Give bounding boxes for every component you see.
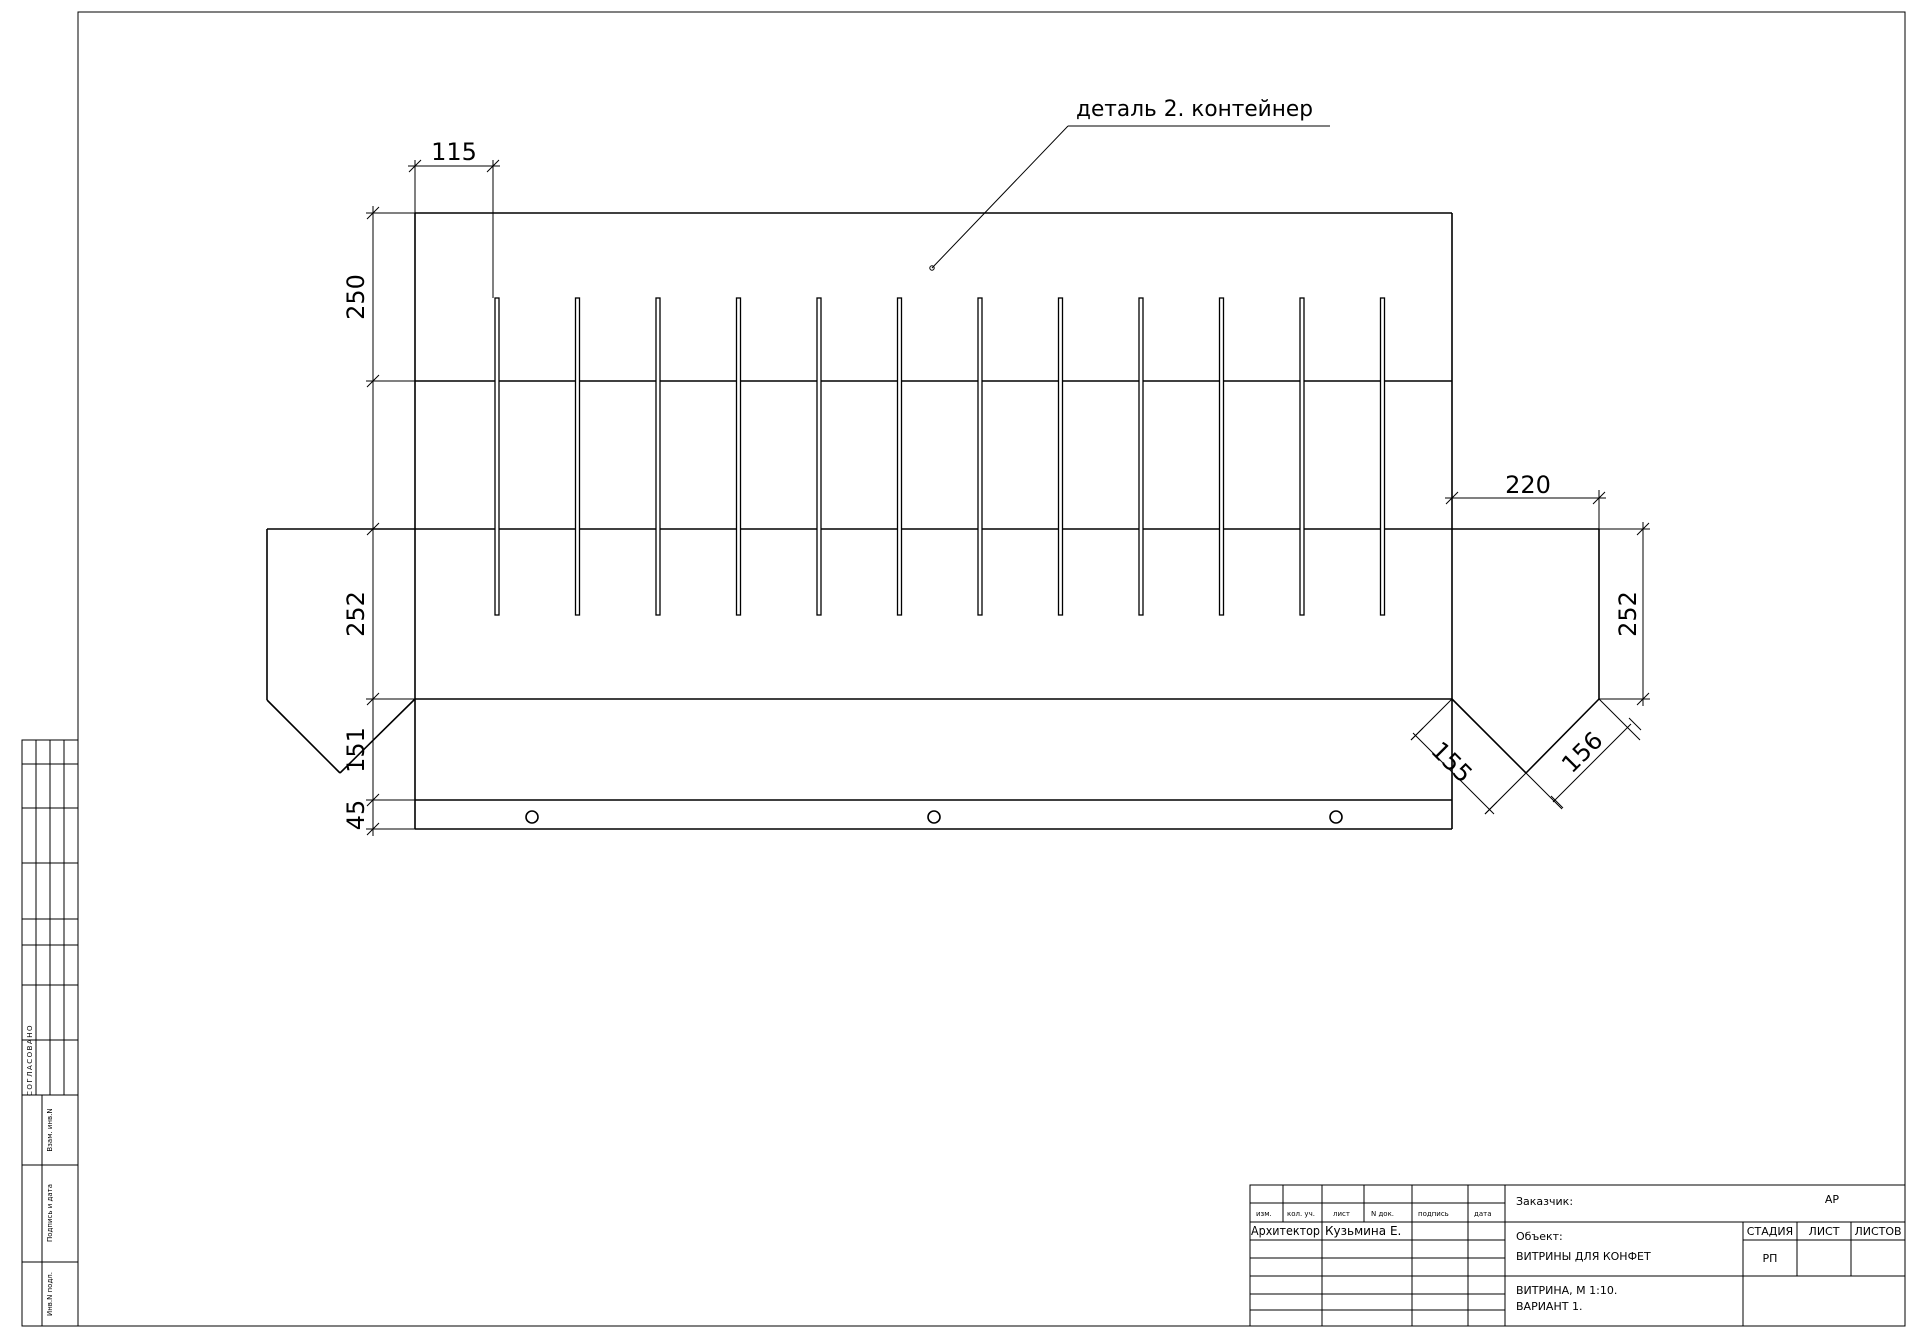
title-block: изм. кол. уч. лист N док. подпись дата А… [1249,1184,1906,1327]
slot [1057,297,1064,616]
slot [1379,297,1386,616]
tb-sheet-title-2: ВАРИАНТ 1. [1516,1300,1582,1313]
stamp-agreed: СОГЛАСОВАНО [26,1024,34,1096]
slot [1218,297,1225,616]
slot [1138,297,1144,616]
callout-label: деталь 2. контейнер [1076,97,1313,122]
tb-object-label: Объект: [1516,1230,1563,1243]
tb-header-doc: N док. [1371,1210,1394,1218]
tb-sheets-label: ЛИСТОВ [1854,1225,1901,1238]
callout: деталь 2. контейнер [929,97,1330,271]
tb-stage-label: СТАДИЯ [1747,1225,1793,1238]
slot-group [494,297,1386,616]
tb-stage-value: РП [1763,1252,1778,1265]
dim-252-right: 252 [1614,591,1642,637]
slot [977,297,983,616]
tb-header-change: изм. [1256,1210,1272,1218]
dimension-labels: 115 250 252 151 45 220 252 155 156 [342,138,1642,830]
tb-header-sheet: лист [1333,1210,1350,1218]
container-part [266,212,1600,830]
tb-header-date: дата [1474,1210,1492,1218]
tb-stamp-code: АР [1825,1193,1840,1206]
dim-155: 155 [1426,736,1478,788]
slot [896,297,903,616]
hole [525,810,539,824]
dim-252-left: 252 [342,591,370,637]
dimension-lines [366,159,1650,836]
slot [574,297,581,616]
tb-object-name: ВИТРИНЫ ДЛЯ КОНФЕТ [1516,1250,1651,1263]
slot [655,297,661,616]
tb-name: Кузьмина Е. [1325,1224,1401,1238]
slot [494,297,500,616]
stamp-field-signature: Подпись и дата [46,1184,54,1242]
dim-115: 115 [431,138,477,166]
side-stamp: СОГЛАСОВАНО Взам. инв.N Подпись и дата И… [21,739,79,1327]
sheet-frame [77,11,1906,1327]
holes [525,810,1343,824]
slot [735,297,742,616]
dim-45: 45 [342,800,370,831]
stamp-field-replace: Взам. инв.N [46,1108,54,1151]
slot [1299,297,1305,616]
stamp-field-inventory: Инв.N подл. [46,1272,54,1316]
tb-sheet-title-1: ВИТРИНА, М 1:10. [1516,1284,1617,1297]
tb-role: Архитектор [1251,1224,1320,1238]
dim-151: 151 [342,727,370,773]
tb-header-count: кол. уч. [1287,1210,1315,1218]
dim-220: 220 [1505,471,1551,499]
hole [927,810,941,824]
hole [1329,810,1343,824]
tb-header-signature: подпись [1418,1210,1449,1218]
tb-customer-label: Заказчик: [1516,1195,1573,1208]
dim-250: 250 [342,274,370,320]
slot [816,297,822,616]
tb-sheet-label: ЛИСТ [1809,1225,1840,1238]
